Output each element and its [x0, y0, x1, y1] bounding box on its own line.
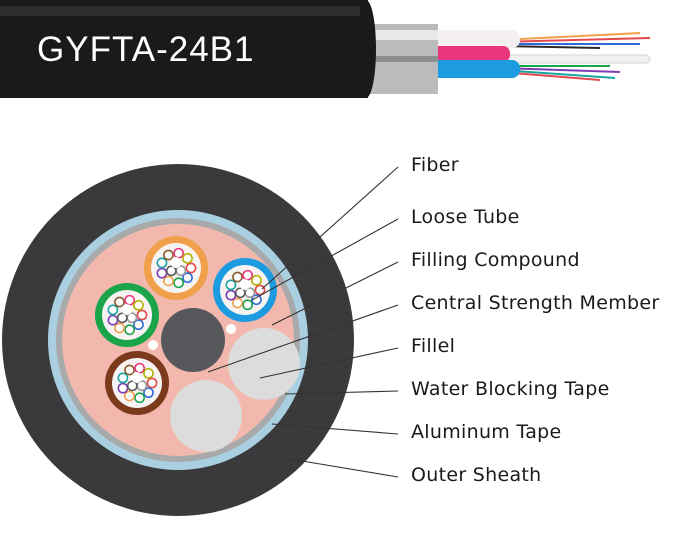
fiber	[131, 372, 143, 383]
fiber	[117, 372, 129, 384]
fiber	[133, 299, 144, 311]
fiber	[124, 294, 136, 306]
fillel-2	[170, 380, 242, 452]
loose-tube-green	[95, 283, 159, 347]
pink-tube	[430, 46, 510, 62]
fiber	[242, 269, 254, 281]
fiber	[116, 312, 128, 324]
product-name: GYFTA-24B1	[37, 30, 255, 69]
label-water-blocking-tape: Water Blocking Tape	[411, 378, 610, 400]
label-fiber: Fiber	[411, 154, 459, 176]
label-loose-tube: Loose Tube	[411, 206, 520, 228]
outer-jacket	[0, 0, 368, 98]
label-aluminum-tape: Aluminum Tape	[411, 421, 562, 443]
fiber	[165, 265, 177, 277]
fiber	[170, 257, 182, 268]
fillel-1	[228, 328, 300, 400]
fiber	[143, 387, 154, 399]
cable-side-view	[0, 0, 651, 98]
fiber	[134, 392, 146, 404]
fiber	[225, 279, 237, 291]
label-outer-sheath: Outer Sheath	[411, 464, 542, 486]
cross-section	[2, 164, 354, 516]
fiber	[225, 289, 237, 301]
fiber	[232, 271, 243, 283]
fiber	[107, 314, 119, 326]
fiber	[156, 267, 168, 279]
fiber	[232, 297, 243, 309]
white-tube	[430, 30, 520, 48]
fiber	[117, 382, 129, 394]
fiber	[133, 319, 144, 331]
fiber	[251, 274, 262, 286]
fiber	[146, 377, 158, 389]
loose-tube-orange	[144, 236, 208, 300]
fiber	[121, 304, 133, 315]
central-rod	[504, 54, 651, 64]
fiber	[107, 304, 119, 316]
fiber	[163, 275, 174, 287]
loose-tube-brown	[105, 351, 169, 415]
fiber	[242, 299, 254, 311]
fiber	[185, 262, 197, 274]
label-filling-compound: Filling Compound	[411, 249, 580, 271]
fiber	[182, 272, 193, 284]
fiber	[124, 364, 135, 376]
fiber	[114, 296, 125, 308]
fiber	[126, 380, 138, 392]
fiber	[182, 252, 193, 264]
fiber	[173, 247, 185, 259]
fiber	[173, 277, 185, 289]
fiber	[239, 279, 251, 290]
fiber	[254, 284, 266, 296]
fiber	[156, 257, 168, 269]
leader-lines	[207, 166, 399, 478]
fiber	[124, 324, 136, 336]
fiber	[234, 287, 246, 299]
fiber	[114, 322, 125, 334]
fiber	[134, 362, 146, 374]
blue-tube	[430, 60, 520, 78]
label-fillel: Fillel	[411, 335, 456, 357]
fiber	[143, 367, 154, 379]
fiber	[163, 249, 174, 261]
fiber	[124, 390, 135, 402]
label-central-strength-member: Central Strength Member	[411, 292, 660, 314]
fiber	[136, 309, 148, 321]
loose-tube-blue	[213, 258, 277, 322]
central-strength-member	[161, 308, 225, 372]
